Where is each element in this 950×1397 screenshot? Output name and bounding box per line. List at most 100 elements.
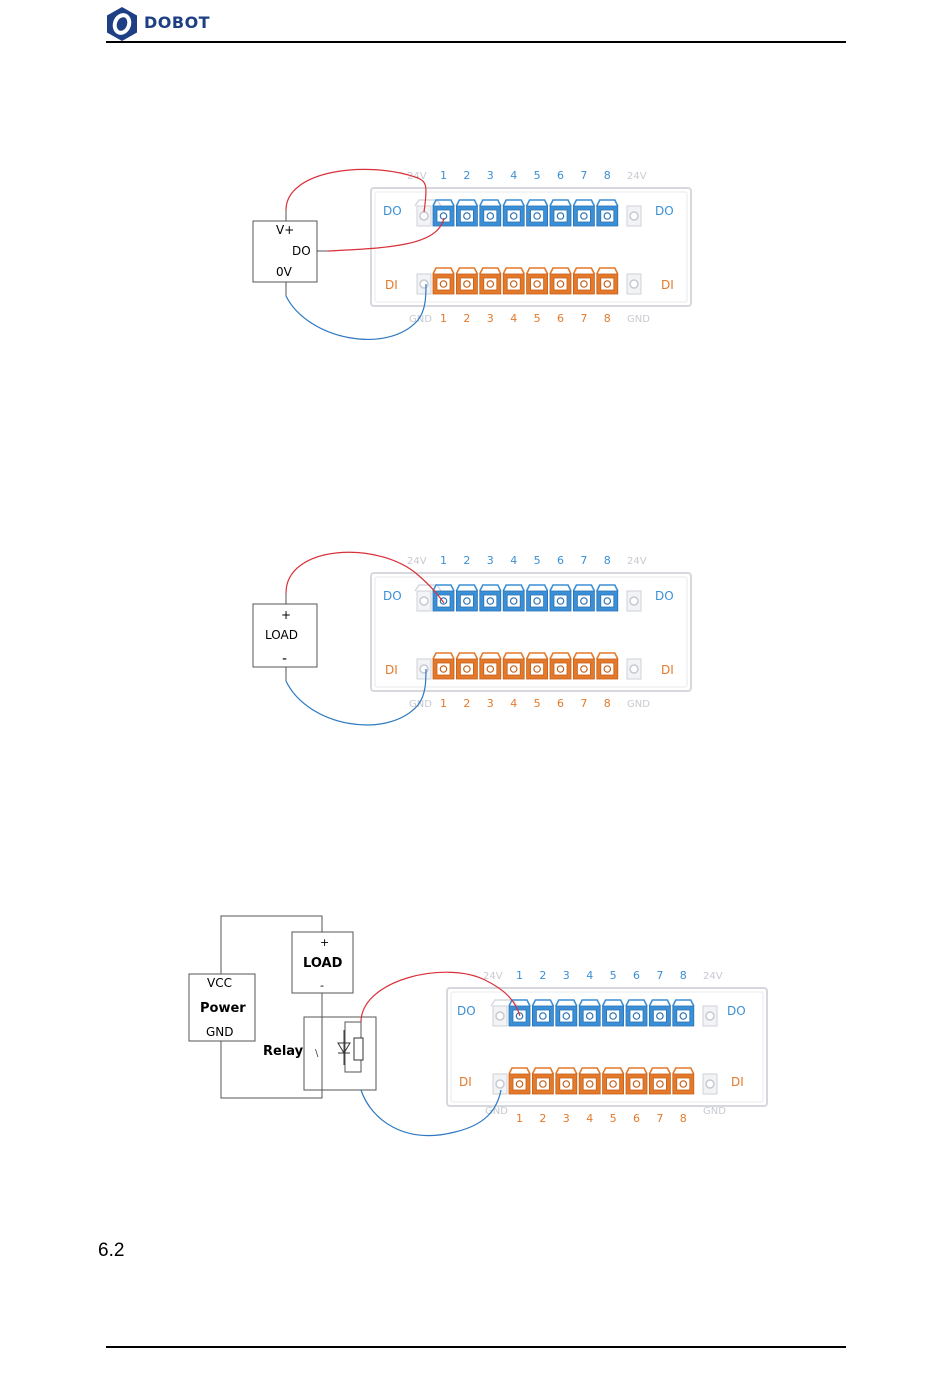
di-channel-number-8: 8 — [604, 312, 611, 325]
load-minus-label: - — [320, 979, 324, 992]
di-channel-number-2: 2 — [539, 1112, 546, 1125]
section-number: 6.2 — [98, 1240, 124, 1262]
gnd-right-label: GND — [703, 1106, 726, 1117]
di-channel-number-4: 4 — [510, 697, 517, 710]
do-channel-number-7: 7 — [656, 969, 663, 982]
do-right-label: DO — [655, 589, 674, 603]
di-channel-numbers: 1 2 3 4 5 6 7 8 — [440, 312, 611, 325]
di-channel-number-4: 4 — [510, 312, 517, 325]
di-channel-number-2: 2 — [463, 697, 470, 710]
do-channel-number-4: 4 — [586, 969, 593, 982]
do-channel-number-8: 8 — [604, 169, 611, 182]
di-channel-number-6: 6 — [633, 1112, 640, 1125]
do-channel-number-7: 7 — [580, 554, 587, 567]
do-channel-numbers: 1 2 3 4 5 6 7 8 — [516, 969, 687, 982]
v-plus-label: V+ — [276, 223, 294, 237]
load-plus-label: + — [320, 936, 329, 949]
di-channel-number-1: 1 — [516, 1112, 523, 1125]
brand-name: DOBOT — [144, 13, 210, 32]
di-channel-numbers: 1 2 3 4 5 6 7 8 — [516, 1112, 687, 1125]
di-channel-number-4: 4 — [586, 1112, 593, 1125]
do-channel-number-2: 2 — [463, 169, 470, 182]
di-channel-number-3: 3 — [487, 697, 494, 710]
dobot-logo-icon — [104, 6, 140, 42]
load-label: LOAD — [303, 956, 343, 971]
do-channel-number-7: 7 — [580, 169, 587, 182]
do-left-label: DO — [383, 204, 402, 218]
relay-label: Relay — [263, 1044, 304, 1059]
do-channel-number-3: 3 — [487, 169, 494, 182]
do-channel-number-5: 5 — [610, 969, 617, 982]
di-left-label: DI — [385, 663, 398, 677]
di-channel-number-8: 8 — [604, 697, 611, 710]
di-right-label: DI — [661, 278, 674, 292]
figure-2-svg: + LOAD - DO DO DI DI 24V 24V GND GND 123… — [248, 545, 698, 735]
gnd-right-label: GND — [627, 314, 650, 325]
di-channel-number-5: 5 — [534, 312, 541, 325]
do-left-label: DO — [383, 589, 402, 603]
v24-left-label: 24V — [407, 556, 427, 567]
di-channel-number-2: 2 — [463, 312, 470, 325]
do-channel-number-3: 3 — [563, 969, 570, 982]
do-channel-number-1: 1 — [440, 554, 447, 567]
di-right-label: DI — [731, 1075, 744, 1089]
zero-v-label: 0V — [276, 265, 293, 279]
di-channel-number-3: 3 — [563, 1112, 570, 1125]
do-channel-number-6: 6 — [633, 969, 640, 982]
di-channel-number-7: 7 — [580, 312, 587, 325]
do-channel-number-6: 6 — [557, 169, 564, 182]
do-channel-number-5: 5 — [534, 554, 541, 567]
di-channel-number-1: 1 — [440, 312, 447, 325]
header-rule — [106, 41, 846, 43]
v24-right-label: 24V — [627, 171, 647, 182]
do-channel-number-6: 6 — [557, 554, 564, 567]
di-channel-number-6: 6 — [557, 697, 564, 710]
di-channel-number-8: 8 — [680, 1112, 687, 1125]
figure-relay-wiring: VCC Power GND + LOAD - Relay \ DO DO DI … — [185, 910, 775, 1155]
di-left-label: DI — [459, 1075, 472, 1089]
io-panel: DO DO DI DI 24V 24V GND GND 12345678 123… — [371, 554, 691, 710]
page-header: DOBOT — [0, 0, 950, 50]
di-channel-number-7: 7 — [656, 1112, 663, 1125]
do-channel-number-2: 2 — [463, 554, 470, 567]
di-channel-number-7: 7 — [580, 697, 587, 710]
load-label: LOAD — [265, 628, 298, 642]
v24-right-label: 24V — [627, 556, 647, 567]
power-label: Power — [200, 1001, 246, 1016]
v24-right-label: 24V — [703, 971, 723, 982]
do-right-label: DO — [655, 204, 674, 218]
di-channel-numbers: 1 2 3 4 5 6 7 8 — [440, 697, 611, 710]
gnd-right-label: GND — [627, 699, 650, 710]
di-channel-number-5: 5 — [534, 697, 541, 710]
relay-coil-element — [354, 1038, 363, 1060]
do-channel-number-8: 8 — [604, 554, 611, 567]
figure-do-load-wiring: + LOAD - DO DO DI DI 24V 24V GND GND 123… — [248, 545, 698, 740]
di-left-label: DI — [385, 278, 398, 292]
v24-left-label: 24V — [407, 171, 427, 182]
do-channel-number-2: 2 — [539, 969, 546, 982]
do-channel-number-1: 1 — [516, 969, 523, 982]
figure-3-svg: VCC Power GND + LOAD - Relay \ DO DO DI … — [185, 910, 775, 1150]
load-plus-label: + — [281, 608, 291, 622]
do-left-label: DO — [457, 1004, 476, 1018]
vcc-label: VCC — [207, 976, 232, 990]
do-channel-number-8: 8 — [680, 969, 687, 982]
di-channel-number-5: 5 — [610, 1112, 617, 1125]
di-channel-number-3: 3 — [487, 312, 494, 325]
do-channel-number-3: 3 — [487, 554, 494, 567]
do-channel-numbers: 1 2 3 4 5 6 7 8 — [440, 554, 611, 567]
do-channel-number-4: 4 — [510, 554, 517, 567]
do-channel-number-1: 1 — [440, 169, 447, 182]
di-right-label: DI — [661, 663, 674, 677]
do-channel-number-4: 4 — [510, 169, 517, 182]
do-right-label: DO — [727, 1004, 746, 1018]
load-minus-label: - — [282, 651, 287, 667]
do-label: DO — [292, 244, 311, 258]
di-channel-number-1: 1 — [440, 697, 447, 710]
gnd-label: GND — [206, 1025, 234, 1039]
di-channel-number-6: 6 — [557, 312, 564, 325]
